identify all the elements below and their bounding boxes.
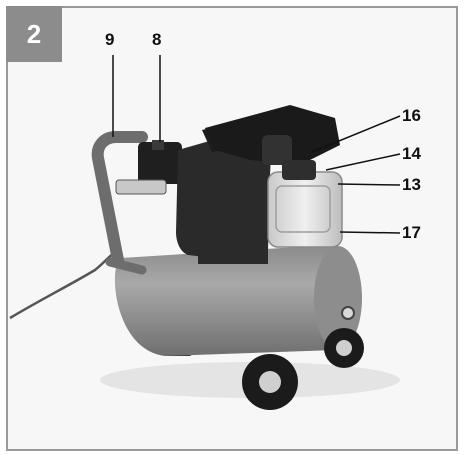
- pressure-switch: [138, 142, 182, 184]
- handle: [91, 131, 148, 266]
- outlet-fitting: [115, 179, 167, 195]
- motor: [267, 171, 343, 248]
- tank: [114, 245, 354, 356]
- leader-17: [339, 231, 401, 234]
- leader-16: [311, 115, 401, 153]
- callout-17: 17: [402, 223, 421, 242]
- tank-end: [314, 246, 362, 350]
- leader-13: [337, 183, 401, 186]
- callout-9: 9: [105, 30, 115, 49]
- callout-8: 8: [152, 30, 162, 49]
- callout-14: 14: [402, 144, 421, 163]
- callout-16: 16: [402, 106, 421, 125]
- motor-cap: [282, 160, 316, 180]
- callout-13: 13: [402, 175, 421, 194]
- drain-valve: [341, 306, 355, 320]
- power-cable: [9, 248, 119, 320]
- leader-14: [325, 153, 401, 171]
- figure-number-badge: 2: [6, 6, 62, 62]
- shroud: [176, 129, 271, 264]
